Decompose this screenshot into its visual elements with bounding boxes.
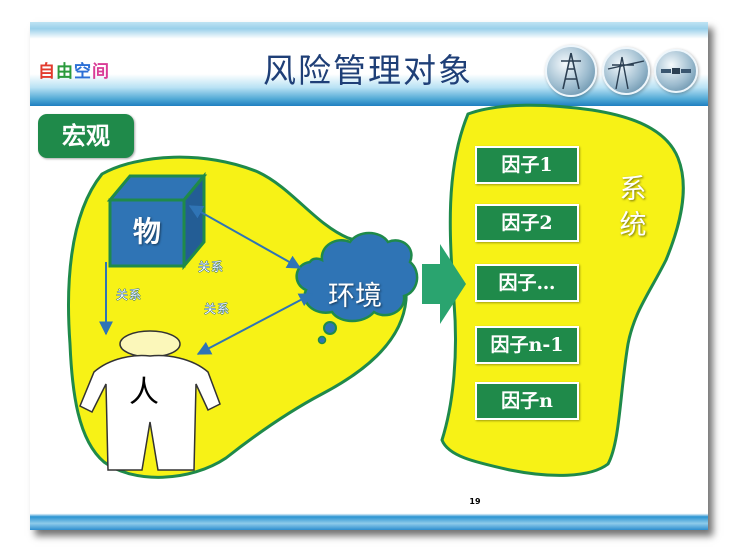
flow-arrow — [422, 244, 466, 324]
satellite-icon — [654, 49, 698, 93]
factor-box: 因子1 — [475, 146, 579, 184]
relation-label: 关系 — [116, 288, 143, 302]
slide: 自由空间 风险管理对象 宏观 — [30, 22, 708, 530]
logo-char: 间 — [92, 62, 110, 82]
env-cloud — [295, 231, 419, 323]
wu-env-arrow — [188, 205, 302, 269]
factor-box: 因子n — [475, 382, 579, 420]
relation-label: 关系 — [198, 260, 225, 274]
power-line-icon — [602, 47, 650, 95]
power-tower-icon — [545, 45, 597, 97]
system-label-char: 统 — [619, 210, 647, 241]
logo-char: 由 — [56, 62, 74, 82]
env-label: 环境 — [328, 281, 382, 312]
page-number: 19 — [469, 497, 481, 506]
wu-cube — [106, 171, 208, 271]
logo-char: 自 — [38, 62, 56, 82]
person-figure — [79, 330, 221, 471]
macro-badge: 宏观 — [38, 114, 134, 158]
system-label-char: 系 — [619, 174, 647, 205]
relation-label: 关系 — [204, 302, 231, 316]
person-label: 人 — [129, 375, 159, 410]
diagram-canvas — [67, 103, 685, 479]
page-title: 风险管理对象 — [263, 51, 473, 90]
logo: 自由空间 — [38, 57, 110, 82]
factor-box: 因子n-1 — [475, 326, 579, 364]
logo-char: 空 — [74, 62, 92, 82]
factor-box: 因子… — [475, 264, 579, 302]
env-person-arrow — [196, 293, 314, 355]
factor-box: 因子2 — [475, 204, 579, 242]
bottom-bar — [30, 508, 708, 530]
wu-label: 物 — [132, 215, 161, 248]
title-bar: 自由空间 风险管理对象 — [30, 22, 708, 106]
system-label: 系 统 — [616, 172, 650, 244]
